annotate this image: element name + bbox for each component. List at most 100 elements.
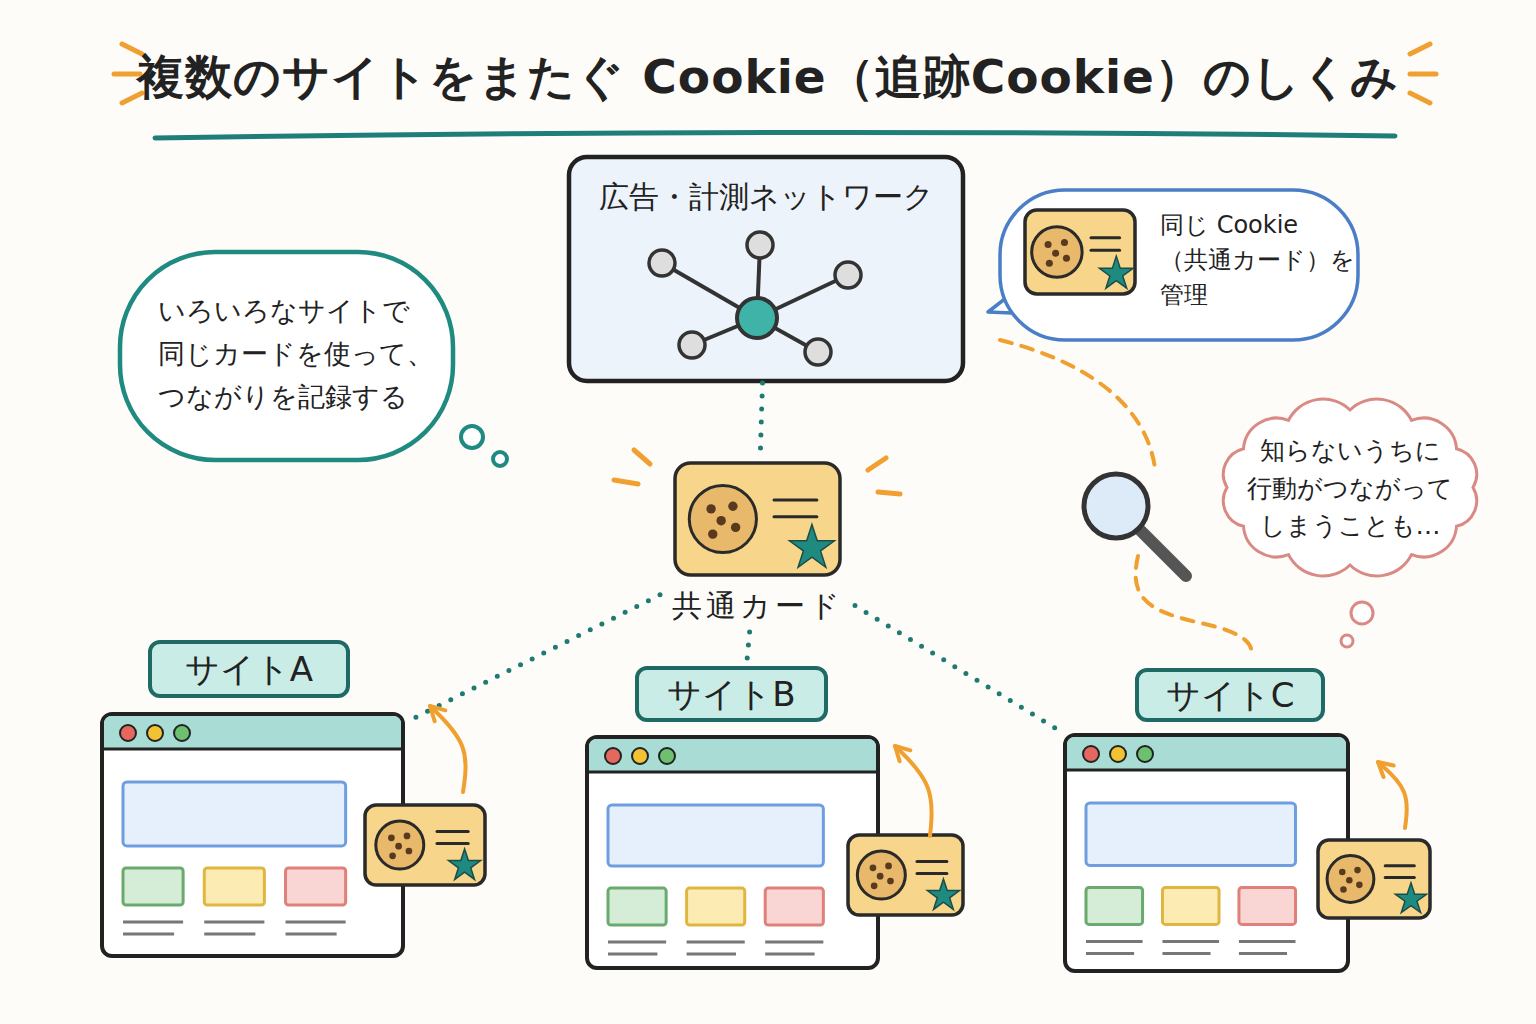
card-line [1091, 236, 1120, 239]
cookie-chip [728, 502, 737, 511]
text-line [1162, 952, 1210, 955]
card-line [437, 842, 468, 845]
content-tile [608, 888, 666, 925]
card-body [365, 805, 485, 885]
browser-header [589, 739, 876, 771]
card-star [449, 849, 481, 880]
cookie-card [1318, 840, 1430, 918]
cookie-card [848, 835, 963, 915]
sparkle-line [878, 492, 900, 494]
magnifier-handle [1140, 530, 1186, 576]
content-block [1086, 803, 1296, 865]
card-text: 共通カード [660, 586, 855, 625]
cookie-chip [395, 843, 402, 850]
text-line [608, 953, 657, 956]
content-tile [286, 868, 346, 905]
window-dot [1083, 746, 1099, 762]
thought-bubble [120, 252, 453, 460]
cookie-chip [1045, 241, 1052, 248]
browser-window [585, 735, 880, 970]
magnifier-lens [1084, 474, 1148, 538]
node-text-area: 広告・計測ネットワーク [567, 177, 965, 216]
sparkle-line [868, 458, 886, 470]
card-star [1395, 883, 1426, 913]
text-line [1086, 940, 1143, 943]
site-tab: サイトC [1135, 668, 1325, 722]
cookie-card [365, 805, 485, 885]
content-tile [123, 868, 183, 905]
site-name: サイトC [1166, 675, 1295, 715]
network-point [835, 262, 861, 288]
card-line [774, 515, 817, 518]
cookie-chip [1339, 869, 1346, 876]
network-point [805, 339, 831, 365]
content-tile [687, 888, 745, 925]
site-tab: サイトB [635, 666, 828, 722]
cookie-chip [708, 529, 717, 538]
card-line [437, 830, 468, 833]
dashed-trail [1000, 340, 1155, 468]
site-name: サイトA [185, 649, 313, 689]
network-point [649, 250, 675, 276]
hand-arrow [895, 746, 932, 836]
content-tile [204, 868, 264, 905]
cookie-chip [1346, 877, 1353, 884]
browser-window [1063, 733, 1350, 973]
cookie-chip [389, 852, 396, 859]
sparkle-line [614, 480, 638, 484]
diagram-title: 複数のサイトをまたぐ Cookie（追跡Cookie）のしくみ [0, 46, 1536, 109]
card-node: 共通カード [660, 460, 855, 632]
cookie-chip [1356, 882, 1363, 889]
cookie-chip [870, 864, 877, 871]
content-block [608, 805, 823, 866]
node-text-area: 共通カード [660, 586, 855, 625]
network-hub [737, 298, 777, 338]
window-dot [120, 725, 136, 741]
bubble-node: 同じ Cookie （共通カード）を 管理 [985, 188, 1360, 343]
text-line [123, 920, 183, 923]
window-dot [659, 748, 675, 764]
browser-frame [102, 714, 403, 956]
title-underline [155, 132, 1395, 138]
sparkle-line [1410, 44, 1430, 54]
cookie-chip [716, 516, 725, 525]
text-line [687, 953, 736, 956]
cookie-chip [885, 863, 892, 870]
card-star [927, 879, 959, 910]
browser-header [104, 716, 401, 748]
thought-dot [493, 452, 507, 466]
cookie-chip [1063, 255, 1070, 262]
browser-header-line [1066, 769, 1347, 772]
cookie-chip [731, 523, 740, 532]
hand-arrow [430, 706, 466, 792]
cookie-chip [1046, 260, 1053, 267]
hand-arrow-head [895, 746, 910, 761]
window-dot [632, 748, 648, 764]
window-dot [605, 748, 621, 764]
thought-dot [1341, 635, 1353, 647]
cookie-chip [404, 833, 411, 840]
card-body [675, 463, 840, 575]
content-block [123, 782, 346, 846]
cookie-chip [871, 882, 878, 889]
sparkle-line [114, 72, 140, 77]
site-name: サイトB [667, 674, 795, 714]
site-node: サイトA [100, 640, 405, 958]
thought-dot [1351, 602, 1373, 624]
browser-frame [587, 737, 878, 968]
cookie-chip [706, 504, 715, 513]
card-body [1025, 210, 1135, 294]
bubble-text: 同じ Cookie （共通カード）を 管理 [1160, 208, 1360, 312]
card-line [917, 860, 947, 863]
node-text-area: 同じ Cookie （共通カード）を 管理 [1160, 208, 1360, 312]
cloud-text: 知らないうちに 行動がつながって しまうことも… [1205, 432, 1495, 545]
text-line [687, 941, 745, 944]
cookie-card [1025, 210, 1135, 294]
dashed-trail [1136, 556, 1252, 655]
cookie-icon [1032, 227, 1082, 277]
text-line [1162, 940, 1219, 943]
sparkle-line [634, 450, 650, 464]
window-dot [147, 725, 163, 741]
window-dot [1110, 746, 1126, 762]
